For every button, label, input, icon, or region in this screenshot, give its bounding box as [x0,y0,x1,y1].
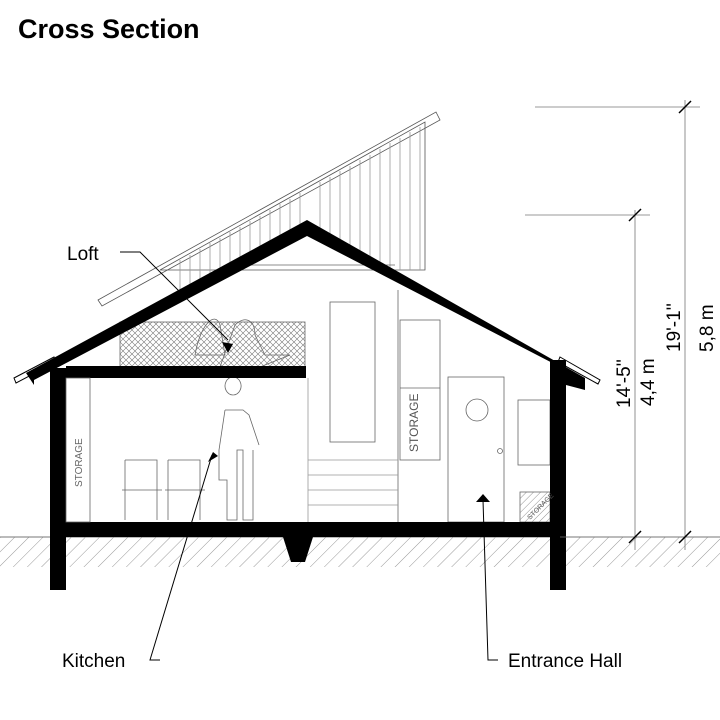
dimension-total-metric: 5,8 m [697,304,718,352]
dimension-wall-metric: 4,4 m [638,358,659,406]
page-title: Cross Section [18,14,200,44]
label-storage-left: STORAGE [74,438,85,487]
label-kitchen: Kitchen [62,651,125,672]
ground-hatch [0,537,720,567]
label-entrance-hall: Entrance Hall [508,651,622,672]
interior-elevation [122,264,551,523]
structure [13,220,601,590]
dimension-wall-imperial: 14'-5'' [614,359,635,408]
label-loft: Loft [67,244,99,265]
dimension-lines [525,100,700,550]
leader-lines [120,251,498,661]
dimension-total-imperial: 19'-1'' [664,303,685,352]
loft-railing [119,321,306,368]
label-storage-middle: STORAGE [407,394,421,452]
